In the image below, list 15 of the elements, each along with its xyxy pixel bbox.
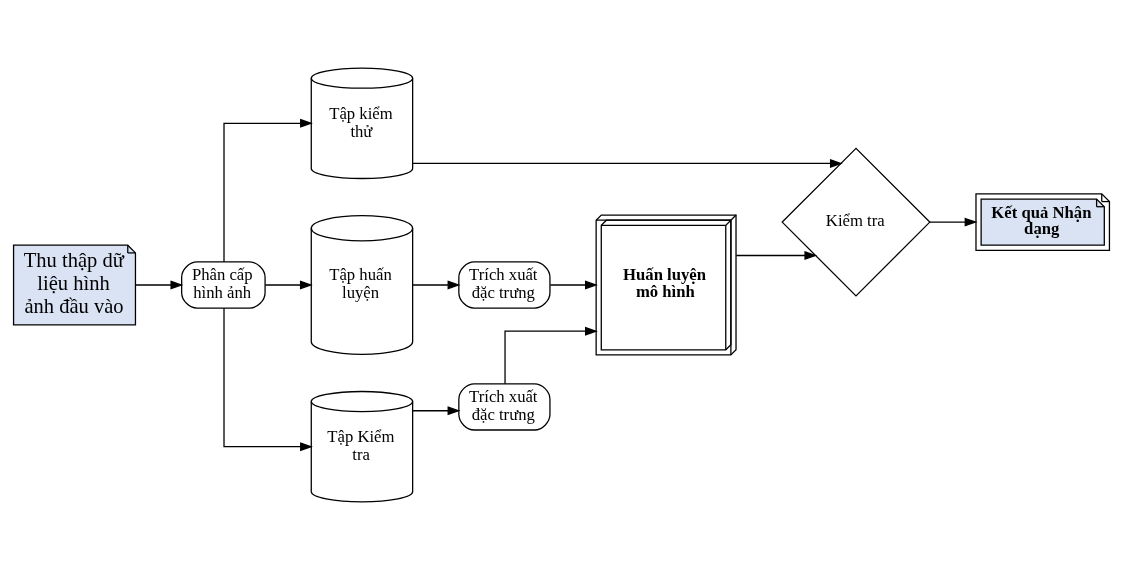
node-box: Phân cấp hình ảnh (181, 261, 266, 309)
arrow (223, 118, 313, 263)
node-box: Trích xuất đặc trưng (458, 261, 551, 309)
arrow (412, 280, 461, 290)
arrow (264, 280, 313, 290)
arrow (735, 251, 818, 260)
arrow (549, 280, 598, 290)
node-diamond: Kiểm tra (781, 147, 931, 297)
arrow (223, 307, 313, 452)
arrow (412, 158, 843, 168)
arrow (134, 280, 184, 290)
arrow (929, 217, 978, 227)
arrow (504, 326, 598, 385)
node-box: Trích xuất đặc trưng (458, 383, 551, 431)
arrow (412, 406, 461, 416)
